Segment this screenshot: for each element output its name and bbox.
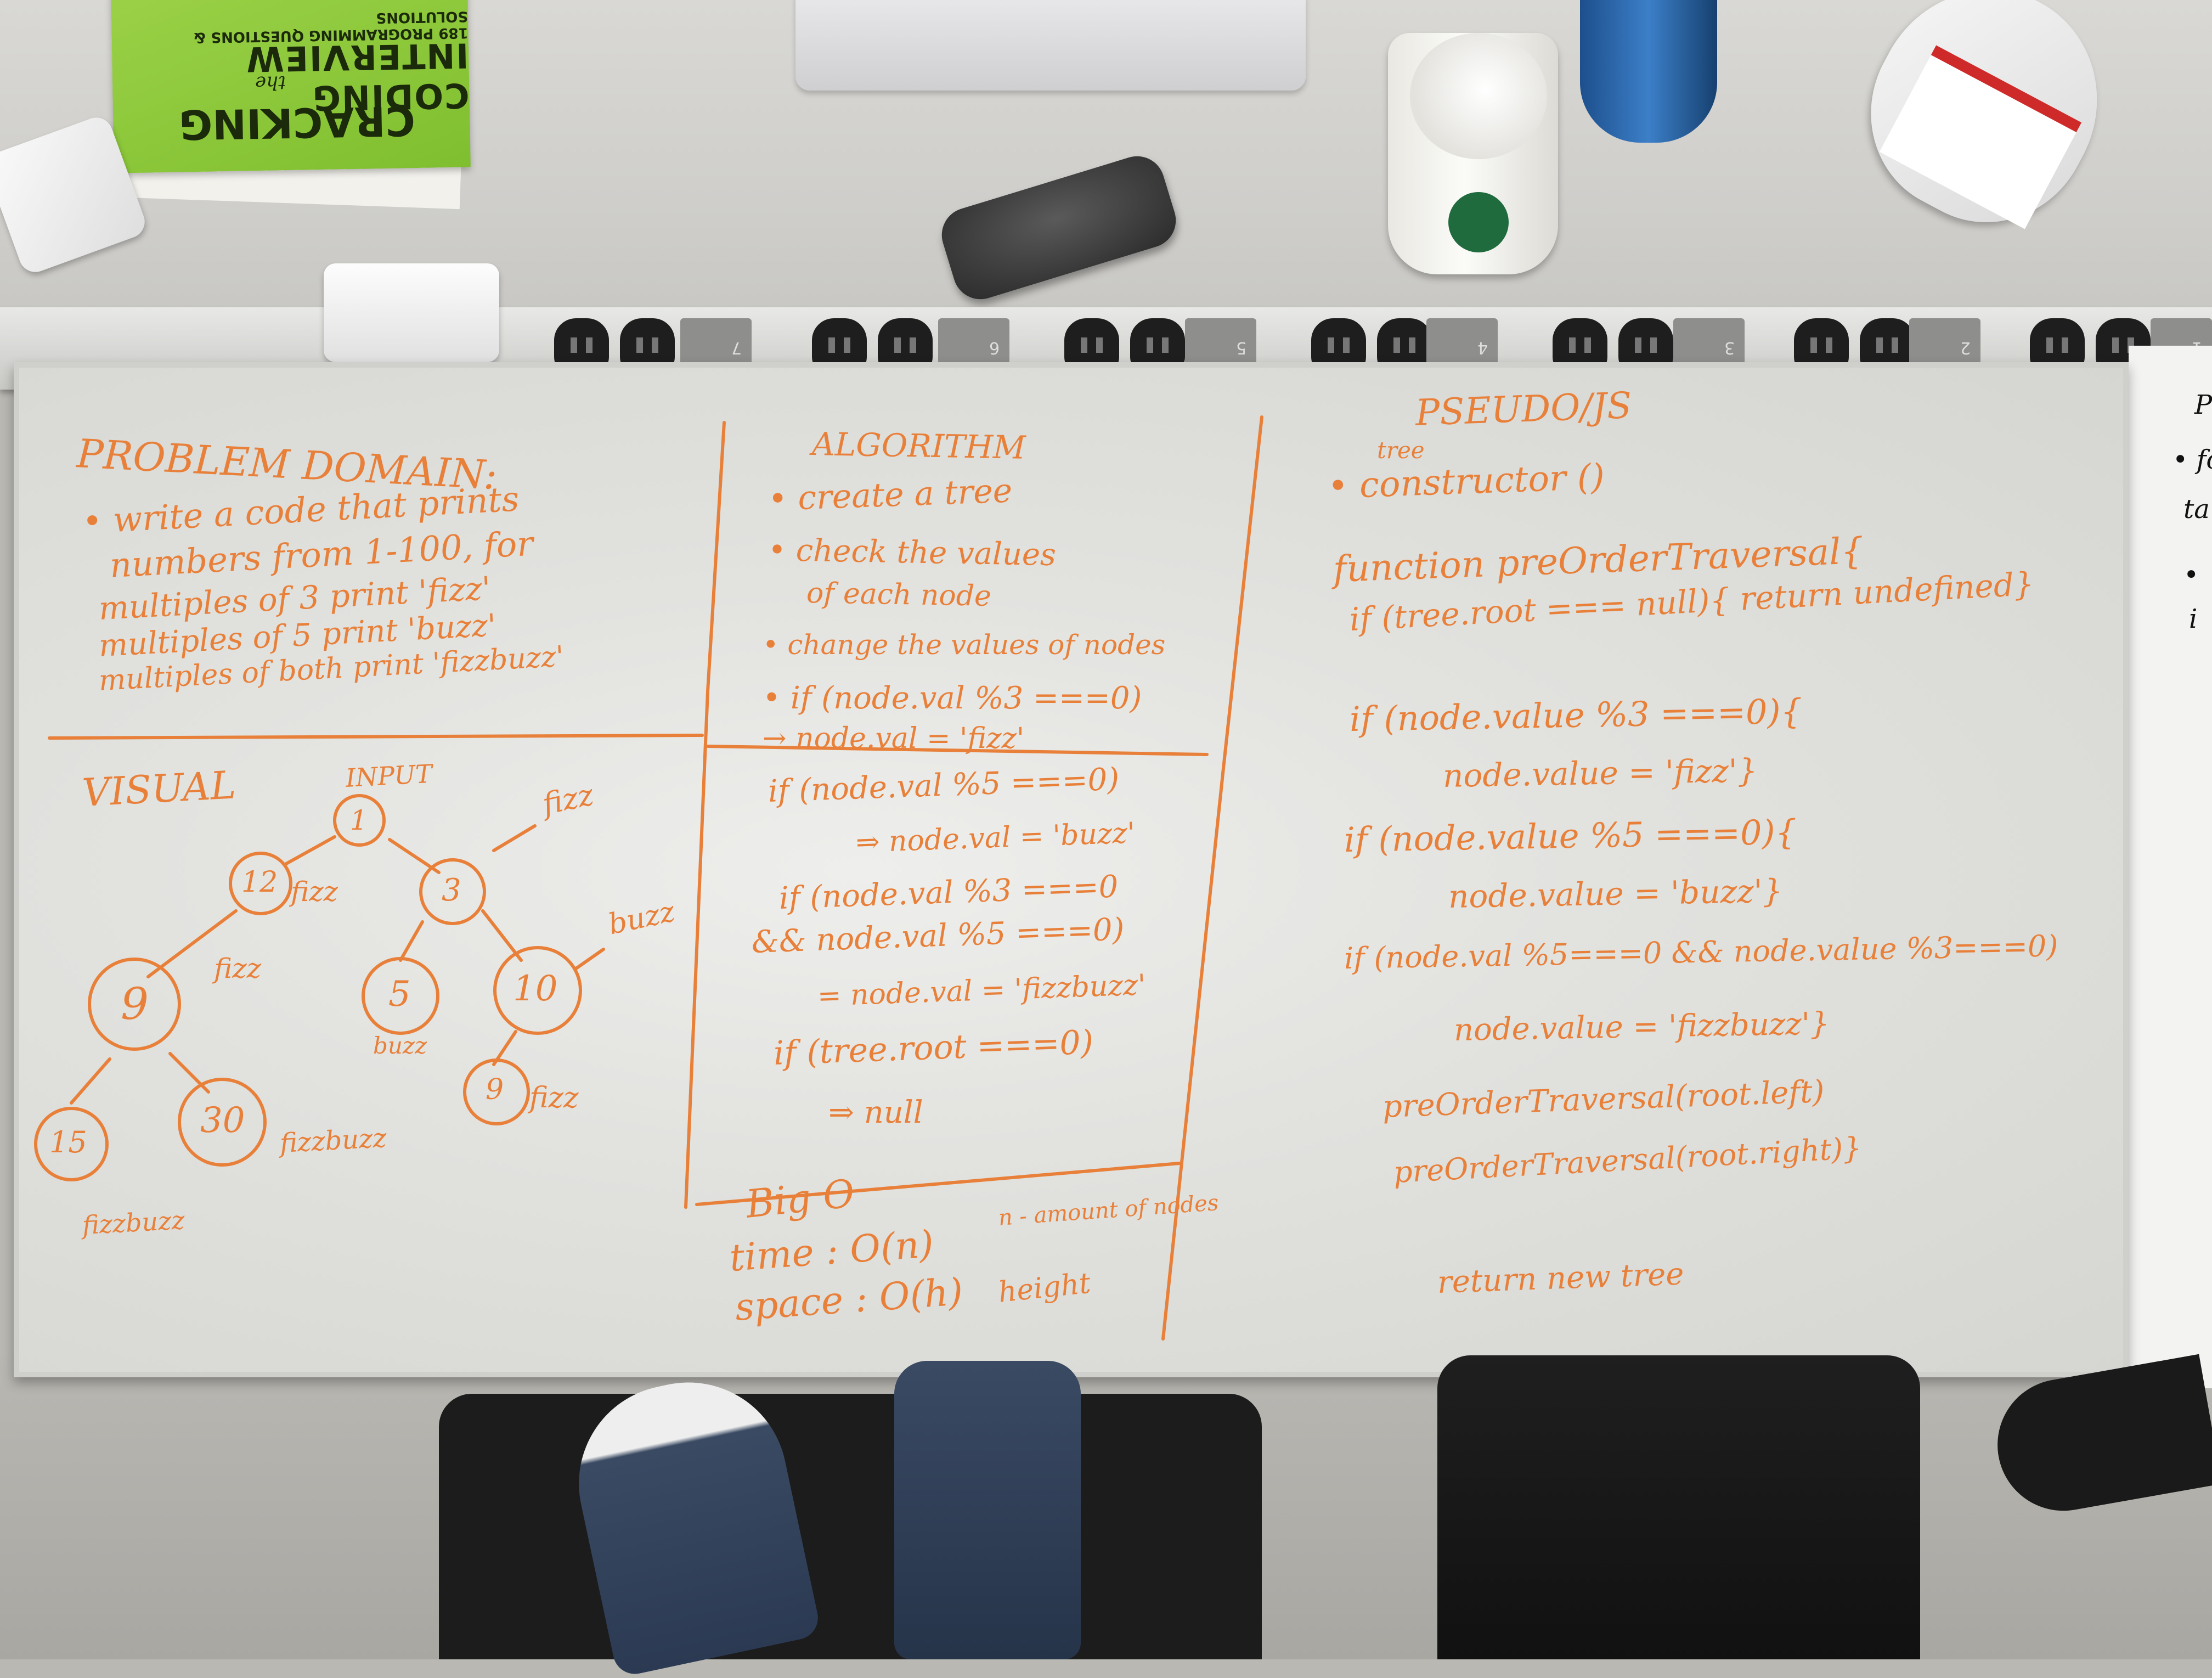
pseudo-line: return new tree [1436,1256,1685,1300]
visual-heading: VISUAL [81,762,237,815]
algorithm-line: • if (node.val %3 ===0) [763,680,1142,716]
side-note: • fo [2172,444,2212,475]
side-note: Pr [2194,390,2212,420]
switch-number: 5 [1235,338,1246,357]
pseudo-line: • constructor () [1327,457,1606,507]
tree-node-note: fizzbuzz [81,1205,185,1240]
chair-seat [439,1394,1262,1659]
switch-number: 2 [1960,338,1971,357]
pseudo-line: node.value = 'buzz'} [1448,872,1784,915]
tree-node-value: 3 [442,872,461,908]
tree-node-note: fizz [291,876,338,908]
pseudo-line: if (node.value %3 ===0){ [1349,691,1803,739]
book-cracking-the-coding-interview: 189 PROGRAMMING QUESTIONS & SOLUTIONS CO… [111,0,471,173]
laptop [795,0,1306,91]
side-whiteboard: Pr • fo ta • i [2129,346,2212,1388]
side-note: ta [2183,494,2210,525]
tree-node-note: fizz [214,953,262,984]
side-note: • [2183,560,2199,590]
tree-node-note: buzz [373,1032,427,1059]
visual-input-label: INPUT [345,758,433,793]
coffee-cup-lid [1410,33,1547,159]
pseudo-line: tree [1377,437,1425,464]
side-note: i [2189,604,2198,634]
tree-node-value: 5 [388,974,411,1015]
cup-logo-icon [1448,192,1509,252]
book-title-line2: CRACKING [178,97,416,148]
water-bottle [1580,0,1717,143]
tree-node-value: 9 [486,1073,504,1106]
big-o-heading: Big O [743,1170,857,1227]
switch-number: 3 [1724,338,1735,357]
tree-node-note: fizzbuzz [279,1122,388,1159]
tree-node-value: 12 [241,866,278,899]
power-adapter [324,263,499,362]
pseudo-line: node.value = 'fizz'} [1442,751,1758,795]
black-bag [1437,1355,1920,1659]
pseudo-line: node.value = 'fizzbuzz'} [1453,1006,1830,1048]
algorithm-line: → node.val = 'fizz' [763,722,1025,755]
algorithm-heading: ALGORITHM [811,425,1026,466]
pseudo-line: if (node.value %5 ===0){ [1344,812,1797,860]
right-shoe [894,1361,1081,1659]
whiteboard [14,362,2129,1377]
tree-node-value: 30 [200,1100,245,1141]
book-title-the: the [255,71,286,94]
algorithm-line: ⇒ null [828,1095,923,1130]
algorithm-line: of each node [806,577,992,613]
switch-number: 7 [731,338,742,357]
switch-number: 6 [989,338,1000,357]
algorithm-line: • create a tree [767,471,1013,519]
tree-node-note: fizz [529,1082,579,1114]
pseudo-heading: PSEUDO/JS [1414,384,1633,434]
tree-node-value: 9 [121,978,149,1029]
tree-node-value: 15 [49,1125,87,1159]
algorithm-line: • change the values of nodes [763,629,1166,661]
tree-node-value: 1 [350,804,368,836]
algorithm-line: • check the values [768,532,1057,573]
tree-node-value: 10 [513,968,558,1009]
switch-number: 4 [1477,338,1488,357]
